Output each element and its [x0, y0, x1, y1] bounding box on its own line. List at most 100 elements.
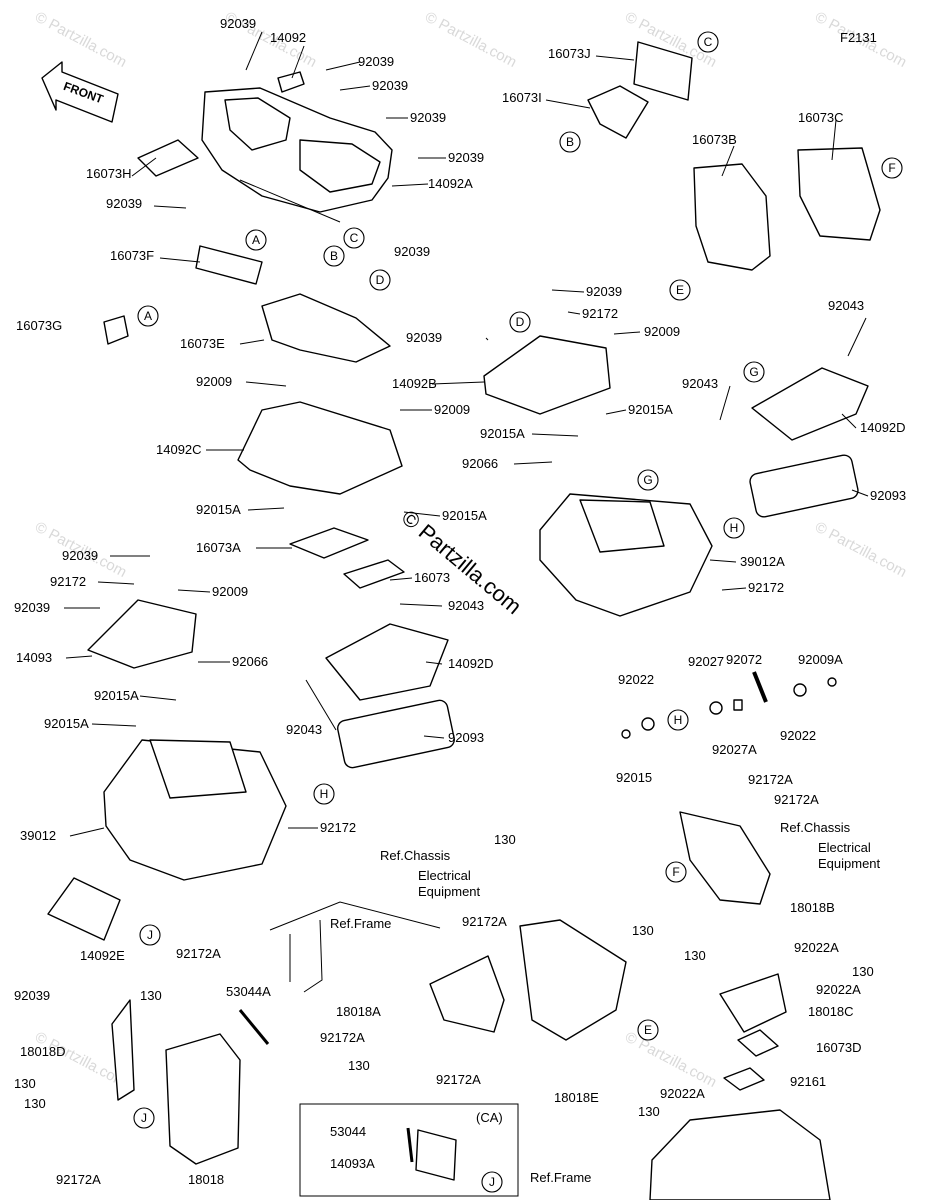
part-number-label: 16073F — [110, 248, 154, 263]
part-number-label: 92039 — [406, 330, 442, 345]
leader-line — [567, 311, 581, 315]
leader-line — [389, 577, 413, 581]
leader-line — [131, 157, 157, 177]
leader-line — [551, 289, 585, 293]
part-number-label: 92172 — [748, 580, 784, 595]
part-number-label: 92172A — [774, 792, 819, 807]
svg-text:F: F — [672, 865, 679, 879]
pad-16073D — [737, 1029, 779, 1057]
svg-text:B: B — [330, 249, 338, 263]
part-number-label: 130 — [24, 1096, 46, 1111]
bracket-14092B — [483, 335, 611, 415]
part-number-label: 92043 — [828, 298, 864, 313]
leader-line — [245, 31, 263, 71]
callout-g: G — [743, 361, 765, 383]
callout-h: H — [313, 783, 335, 805]
bracket-14092C — [237, 401, 403, 495]
callout-h: H — [723, 517, 745, 539]
part-number-label: 92039 — [448, 150, 484, 165]
part-number-label: 92172A — [436, 1072, 481, 1087]
part-number-label: 92022 — [618, 672, 654, 687]
part-number-label: 92066 — [232, 654, 268, 669]
part-number-label: 16073J — [548, 46, 591, 61]
leader-line — [399, 603, 443, 607]
leader-line — [709, 559, 737, 563]
box-39012A — [539, 493, 713, 617]
part-number-label: 92039 — [14, 600, 50, 615]
pad-16073G — [103, 315, 129, 345]
part-number-label: 92093 — [448, 730, 484, 745]
part-number-label: 92172 — [582, 306, 618, 321]
part-number-label: 130 — [14, 1076, 36, 1091]
ca-inset-box — [299, 1103, 519, 1197]
leader-line — [159, 257, 201, 263]
part-number-label: 16073I — [502, 90, 542, 105]
part-number-label: 92027A — [712, 742, 757, 757]
leader-line — [595, 55, 635, 61]
gasket-92093-right — [749, 454, 859, 518]
leader-line — [423, 735, 445, 739]
part-number-label: 92015A — [628, 402, 673, 417]
part-number-label: 92043 — [448, 598, 484, 613]
part-number-label: 130 — [494, 832, 516, 847]
part-number-label: 92039 — [372, 78, 408, 93]
part-number-label: 92039 — [14, 988, 50, 1003]
leader-line — [851, 489, 869, 497]
part-number-label: Ref.Chassis — [780, 820, 851, 835]
callout-d: D — [509, 311, 531, 333]
watermark-text: © Partzilla.com — [32, 9, 129, 71]
part-number-label: 14092B — [392, 376, 437, 391]
leader-line — [719, 385, 731, 421]
part-number-label: 92172A — [176, 946, 221, 961]
part-number-label: 18018B — [790, 900, 835, 915]
part-number-label: 92039 — [62, 548, 98, 563]
callout-c: C — [343, 227, 365, 249]
svg-text:C: C — [704, 35, 713, 49]
part-number-label: 130 — [632, 923, 654, 938]
watermark-text: © Partzilla.com — [422, 9, 519, 71]
part-number-label: 18018C — [808, 1004, 854, 1019]
leader-line — [247, 507, 285, 511]
part-number-label: 16073D — [816, 1040, 862, 1055]
part-number-label: 92043 — [682, 376, 718, 391]
part-number-label: 14092D — [860, 420, 906, 435]
part-number-label: 92022A — [794, 940, 839, 955]
part-number-label: 14092A — [428, 176, 473, 191]
part-number-label: 16073H — [86, 166, 132, 181]
leader-line — [431, 381, 485, 385]
part-number-label: 53044 — [330, 1124, 366, 1139]
part-number-label: 92022A — [660, 1086, 705, 1101]
part-number-label: 92015A — [196, 502, 241, 517]
part-number-label: 92027 — [688, 654, 724, 669]
leader-line — [153, 205, 187, 209]
part-number-label: 92009 — [644, 324, 680, 339]
callout-a: A — [245, 229, 267, 251]
box-39012A-opening — [579, 499, 665, 553]
part-number-label: 39012 — [20, 828, 56, 843]
leader-line — [605, 409, 627, 415]
part-number-label: Equipment — [418, 884, 481, 899]
leader-line — [339, 85, 371, 91]
callout-h: H — [667, 709, 689, 731]
part-number-label: 130 — [852, 964, 874, 979]
leader-line — [831, 119, 837, 161]
part-number-label: Electrical — [418, 868, 471, 883]
pad-16073C — [797, 147, 881, 241]
leader-line — [65, 655, 93, 659]
diagram-id: F2131 — [840, 30, 877, 45]
leader-line — [69, 827, 105, 837]
pad-16073A — [289, 527, 369, 559]
hardware-stack — [621, 671, 837, 739]
watermark-text: © Partzilla.com — [812, 519, 909, 581]
part-number-label: 16073 — [414, 570, 450, 585]
part-number-label: 92015A — [94, 688, 139, 703]
callout-c: C — [697, 31, 719, 53]
part-number-label: 130 — [140, 988, 162, 1003]
svg-text:G: G — [643, 473, 652, 487]
leader-line — [425, 661, 443, 665]
part-number-label: 14092D — [448, 656, 494, 671]
leader-line — [391, 183, 429, 187]
leader-line — [325, 61, 361, 71]
part-number-label: Ref.Frame — [530, 1170, 591, 1185]
